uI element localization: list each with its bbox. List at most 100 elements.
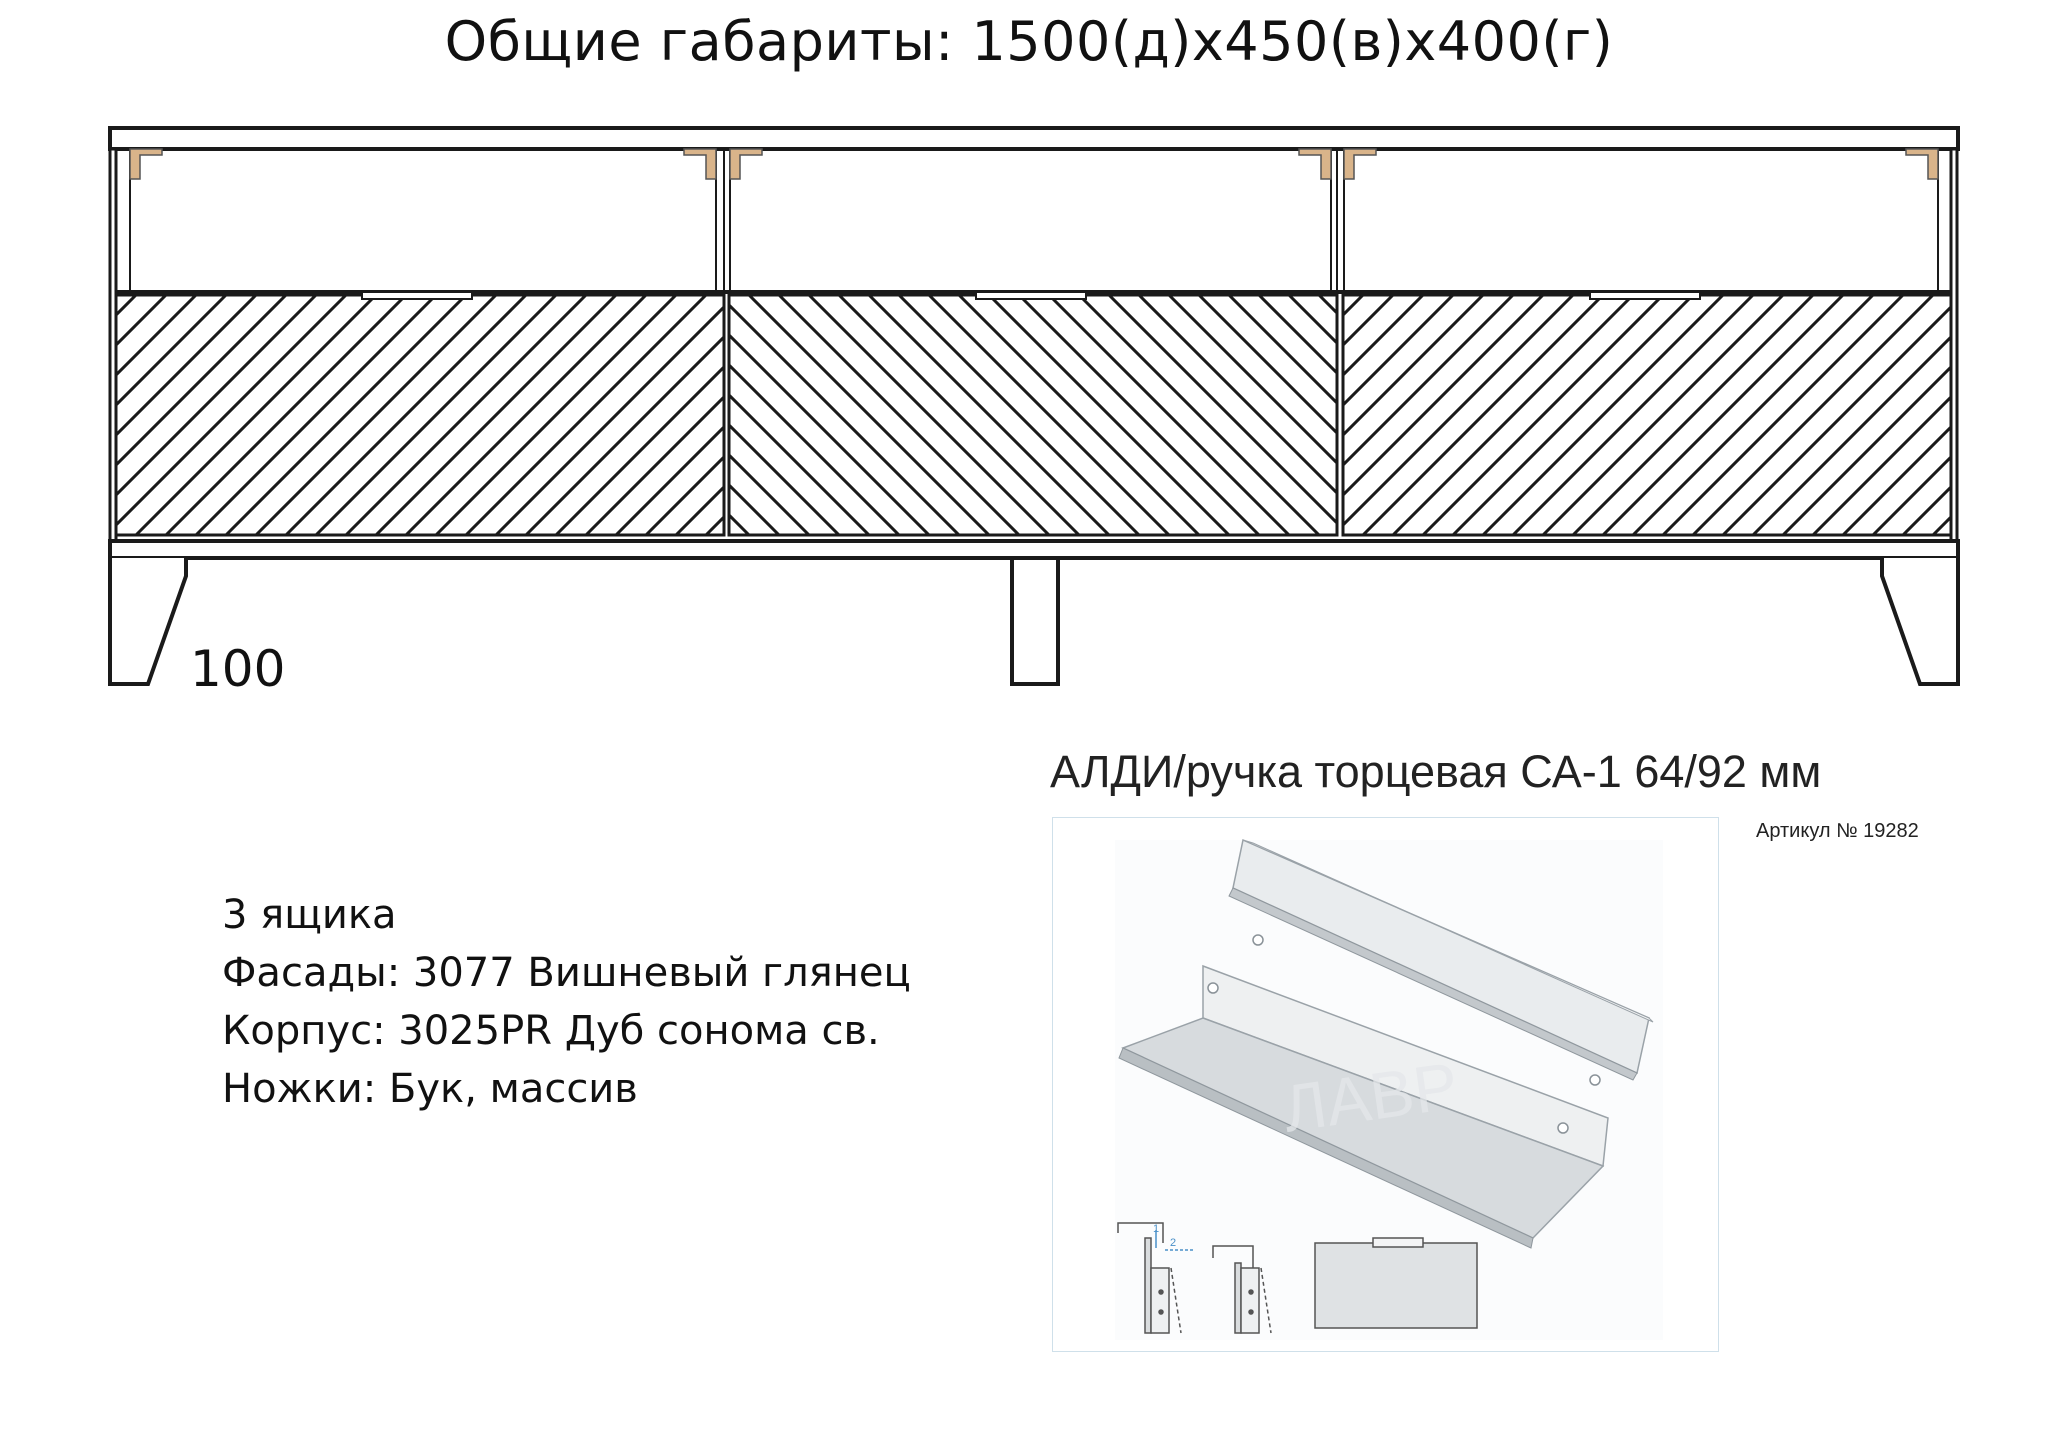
slat-line <box>1343 295 1455 408</box>
slat-line <box>1077 295 1321 535</box>
slat-line <box>1541 295 1785 535</box>
corner-brackets <box>129 148 1939 180</box>
spec-body: Корпус: 3025PR Дуб сонома св. <box>222 1008 880 1054</box>
slat-line <box>1343 295 1485 438</box>
bracket <box>729 148 763 180</box>
slat-line <box>777 295 1021 535</box>
slat-line <box>1571 295 1815 535</box>
slat-line <box>0 295 76 535</box>
slat-line <box>1227 295 1337 406</box>
slat-line <box>1391 295 1635 535</box>
slat-line <box>1511 295 1755 535</box>
slat-line <box>729 392 871 535</box>
slat-line <box>554 364 724 535</box>
slat-line <box>0 295 106 535</box>
slat-line <box>987 295 1231 535</box>
slat-line <box>2053 295 2058 535</box>
spec-legs: Ножки: Бук, массив <box>222 1066 638 1112</box>
slat-line <box>1481 295 1725 535</box>
slat-line <box>1047 295 1291 535</box>
slat-line <box>524 334 724 535</box>
handle-article: Артикул № 19282 <box>1756 820 1919 842</box>
bracket <box>1905 148 1939 180</box>
spec-drawers: 3 ящика <box>222 892 397 938</box>
slat-line <box>116 295 348 528</box>
slat-line <box>1197 295 1337 436</box>
bracket <box>1298 148 1332 180</box>
slat-line <box>494 304 724 535</box>
slat-line <box>729 362 901 535</box>
leg-height-label: 100 <box>190 640 286 698</box>
bracket <box>1343 148 1377 180</box>
slat-line <box>224 295 468 535</box>
slat-line <box>1451 295 1695 535</box>
slat-line <box>729 482 781 535</box>
slat-line <box>116 295 168 348</box>
installed-view <box>1314 1237 1478 1329</box>
slat-line <box>1721 304 1951 535</box>
slat-line <box>644 454 724 535</box>
slat-line <box>1871 454 1951 535</box>
leg-right <box>1880 558 1960 686</box>
slat-line <box>116 295 258 438</box>
slat-line <box>464 295 708 535</box>
slat-line <box>927 295 1171 535</box>
slat-line <box>1343 295 1395 348</box>
slat-line <box>116 295 198 378</box>
slat-line <box>674 484 724 535</box>
slat-line <box>1661 295 1905 535</box>
slat-line <box>1993 295 2058 535</box>
slat-line <box>747 295 991 535</box>
drawer-handle-2 <box>975 291 1087 300</box>
slat-line <box>1343 295 1575 528</box>
slat-line <box>116 295 288 468</box>
slat-line <box>1107 295 1337 526</box>
handle-profile-back <box>1228 838 1654 1086</box>
slat-line <box>729 422 841 535</box>
page-title: Общие габариты: 1500(д)x450(в)x400(г) <box>444 10 1614 73</box>
slat-line <box>374 295 618 535</box>
slat-line <box>284 295 528 535</box>
handle-profile-front <box>1118 964 1609 1249</box>
slat-line <box>1811 394 1951 535</box>
slat-line <box>867 295 1111 535</box>
slat-line <box>729 452 811 535</box>
partitions <box>129 149 1939 290</box>
slat-line <box>1631 295 1875 535</box>
leg-middle <box>1010 560 1060 686</box>
slat-line <box>254 295 498 535</box>
slat-line <box>1167 295 1337 466</box>
slat-line <box>1751 334 1951 535</box>
slat-line <box>1841 424 1951 535</box>
step-2-number: 2 <box>1170 1237 1176 1249</box>
install-step-1: 1 <box>1117 1222 1182 1334</box>
slat-line <box>584 394 724 535</box>
slat-line <box>1343 295 1425 378</box>
slat-line <box>1601 295 1845 535</box>
step-1-number: 1 <box>1153 1223 1159 1235</box>
slat-line <box>1781 364 1951 535</box>
slat-line <box>164 295 408 535</box>
slat-line <box>1017 295 1261 535</box>
slat-line <box>1343 295 1545 498</box>
slat-line <box>2023 295 2058 535</box>
slat-line <box>116 295 228 408</box>
slat-line <box>1963 295 2058 535</box>
slat-line <box>729 302 961 535</box>
install-step-2: 2 <box>1165 1237 1272 1334</box>
slat-line <box>614 424 724 535</box>
slat-line <box>1421 295 1665 535</box>
specs-list: 3 ящика Фасады: 3077 Вишневый глянец Кор… <box>222 886 911 1118</box>
handle-title: АЛДИ/ручка торцевая СА-1 64/92 мм <box>1050 746 1822 797</box>
slat-line <box>314 295 558 535</box>
slat-line <box>404 295 648 535</box>
top-board <box>108 126 1960 151</box>
bottom-plinth <box>108 539 1960 560</box>
slat-line <box>1361 295 1605 535</box>
slat-line <box>837 295 1081 535</box>
slat-line <box>1343 295 1515 468</box>
slat-line <box>957 295 1201 535</box>
slat-line <box>1901 484 1951 535</box>
spec-facades: Фасады: 3077 Вишневый глянец <box>222 950 911 996</box>
